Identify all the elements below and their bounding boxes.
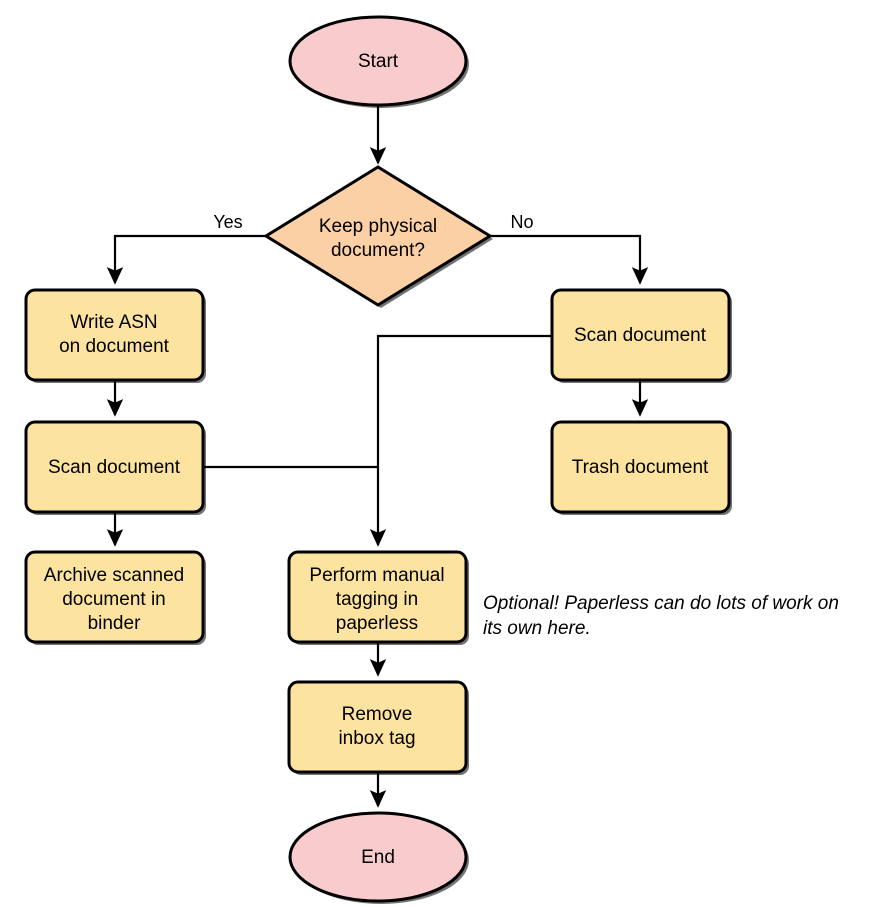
archive-binder-label-line-3: binder xyxy=(88,613,141,634)
manual-tagging-label-line-2: tagging in xyxy=(336,589,418,610)
optional-note-line-1: Optional! Paperless can do lots of work … xyxy=(483,593,839,614)
manual-tagging-rect xyxy=(287,550,468,644)
end-label: End xyxy=(361,847,395,868)
edge-decision-to-write-asn: Yes xyxy=(106,212,266,285)
node-start[interactable]: Start xyxy=(288,15,469,108)
edge-decision-to-scan-right: No xyxy=(490,212,649,285)
end-ellipse xyxy=(288,811,468,903)
node-keep-physical-document[interactable]: Keep physical document? xyxy=(263,165,493,308)
trash-document-rect xyxy=(550,420,731,514)
trash-document-label: Trash document xyxy=(572,457,709,478)
edge-label-yes: Yes xyxy=(213,212,242,232)
decision-label-line-1: Keep physical xyxy=(319,216,437,237)
scan-document-right-rect xyxy=(550,288,731,382)
start-ellipse xyxy=(288,15,468,107)
edge-scan-right-to-tagging xyxy=(369,334,552,547)
decision-diamond xyxy=(263,165,493,307)
remove-inbox-tag-rect xyxy=(287,680,468,774)
remove-inbox-tag-label-line-1: Remove xyxy=(342,704,413,725)
scan-document-right-label: Scan document xyxy=(574,325,707,346)
optional-note: Optional! Paperless can do lots of work … xyxy=(483,593,839,639)
write-asn-rect xyxy=(24,288,205,382)
node-remove-inbox-tag[interactable]: Remove inbox tag xyxy=(287,680,469,775)
decision-label-line-2: document? xyxy=(331,240,425,261)
manual-tagging-label-line-3: paperless xyxy=(336,613,418,634)
node-write-asn[interactable]: Write ASN on document xyxy=(24,288,206,383)
archive-binder-label-line-1: Archive scanned xyxy=(44,565,184,586)
remove-inbox-tag-label-line-2: inbox tag xyxy=(338,728,415,749)
write-asn-label-line-1: Write ASN xyxy=(70,312,157,333)
node-manual-tagging[interactable]: Perform manual tagging in paperless xyxy=(287,550,469,645)
node-scan-document-left[interactable]: Scan document xyxy=(24,420,206,515)
scan-document-left-rect xyxy=(24,420,205,514)
node-end[interactable]: End xyxy=(288,811,469,904)
node-trash-document[interactable]: Trash document xyxy=(550,420,732,515)
optional-note-line-2: its own here. xyxy=(483,618,591,639)
start-label: Start xyxy=(358,51,399,72)
node-archive-binder[interactable]: Archive scanned document in binder xyxy=(24,550,206,645)
edge-label-no: No xyxy=(510,212,533,232)
write-asn-label-line-2: on document xyxy=(59,336,170,357)
scan-document-left-label: Scan document xyxy=(48,457,181,478)
manual-tagging-label-line-1: Perform manual xyxy=(309,565,444,586)
archive-binder-rect xyxy=(24,550,205,644)
archive-binder-label-line-2: document in xyxy=(62,589,166,610)
node-scan-document-right[interactable]: Scan document xyxy=(550,288,732,383)
